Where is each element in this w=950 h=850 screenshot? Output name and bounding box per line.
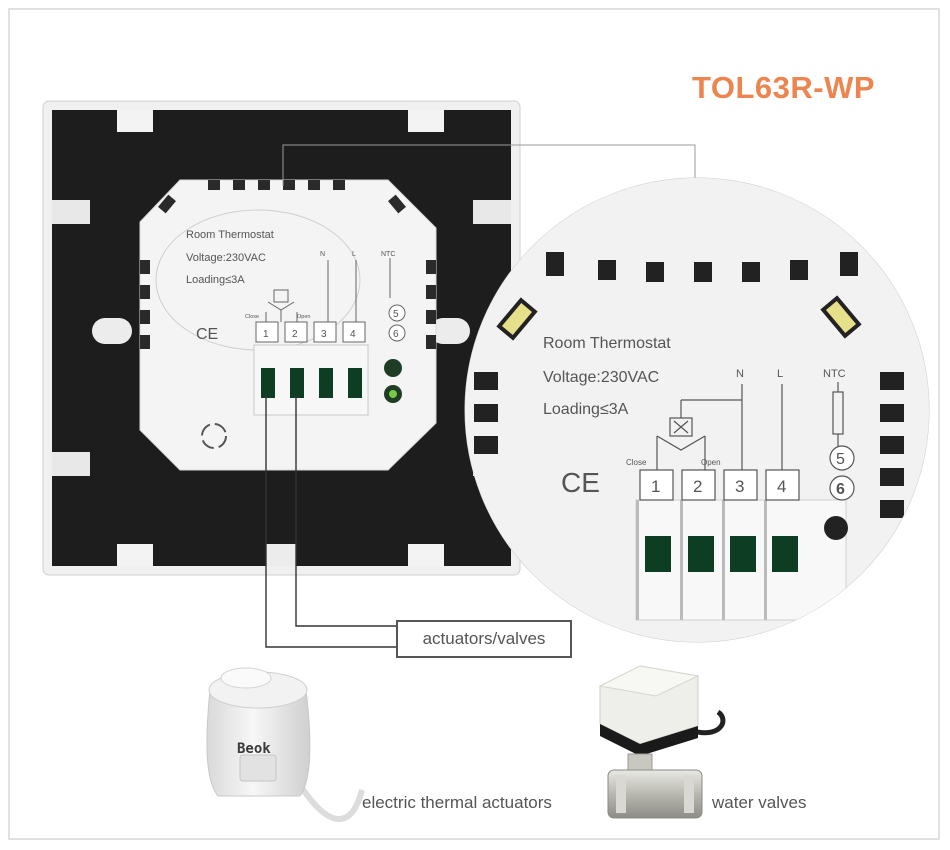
mag-terminal-4: 4 xyxy=(777,477,786,496)
valve-caption: water valves xyxy=(712,793,807,812)
module-label-l: L xyxy=(352,251,356,258)
thermal-actuator: Beok xyxy=(206,667,365,822)
water-valve xyxy=(598,665,726,819)
module-terminal-1: 1 xyxy=(263,329,269,340)
mag-ce-mark: CE xyxy=(561,467,600,498)
module-ntc-6: 6 xyxy=(393,329,399,340)
mag-loading: Loading≤3A xyxy=(543,401,629,418)
mag-label-n: N xyxy=(736,368,744,380)
module-terminal-2: 2 xyxy=(292,329,298,340)
mag-title: Room Thermostat xyxy=(543,335,671,352)
wire-callout-lines xyxy=(265,395,396,648)
mag-label-l: L xyxy=(777,368,783,380)
model-title: TOL63R-WP xyxy=(692,70,876,105)
module-voltage: Voltage:230VAC xyxy=(186,252,266,264)
actuator-brand: Beok xyxy=(237,741,271,757)
magnified-view: Room Thermostat Voltage:230VAC Loading≤3… xyxy=(464,177,930,643)
module-terminal-3: 3 xyxy=(321,329,327,340)
leader-lines xyxy=(282,144,696,186)
mag-label-open: Open xyxy=(701,458,721,467)
mag-label-close: Close xyxy=(626,458,647,467)
mag-voltage: Voltage:230VAC xyxy=(543,369,659,386)
module-label-ntc: NTC xyxy=(381,251,395,258)
module-loading: Loading≤3A xyxy=(186,274,245,286)
module-ntc-5: 5 xyxy=(393,309,399,320)
module-label-close: Close xyxy=(245,314,259,320)
mag-terminal-2: 2 xyxy=(693,477,702,496)
mag-ntc-5: 5 xyxy=(836,451,845,468)
module-title: Room Thermostat xyxy=(186,229,274,241)
mag-label-ntc: NTC xyxy=(823,368,846,380)
module-label-n: N xyxy=(320,251,325,258)
mag-terminal-1: 1 xyxy=(651,477,660,496)
module-label-open: Open xyxy=(297,314,310,320)
thermostat-module: Room Thermostat Voltage:230VAC Loading≤3… xyxy=(139,179,437,471)
module-ce-mark: CE xyxy=(196,326,218,343)
actuator-caption: electric thermal actuators xyxy=(362,793,552,812)
mag-ntc-6: 6 xyxy=(836,481,845,498)
mag-terminal-3: 3 xyxy=(735,477,744,496)
actuators-valves-label: actuators/valves xyxy=(396,620,572,658)
image-frame xyxy=(8,8,940,840)
module-terminal-4: 4 xyxy=(350,329,356,340)
